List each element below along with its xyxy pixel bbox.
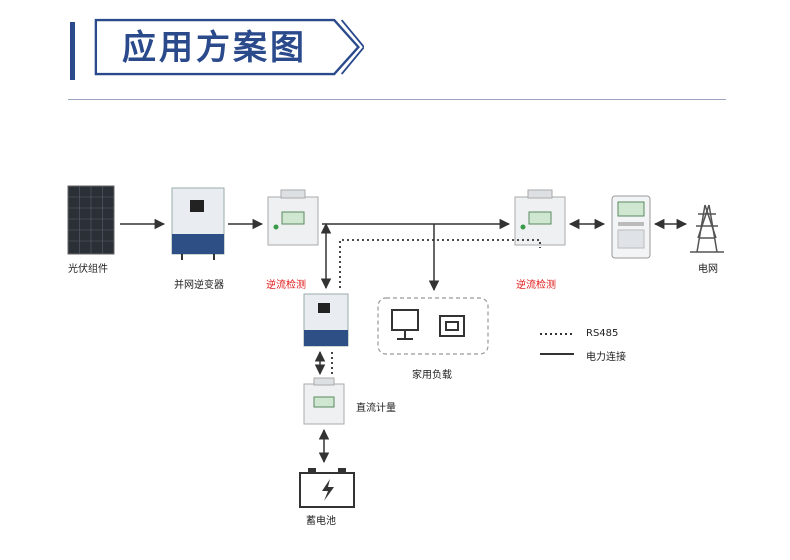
grid-tower-icon — [690, 204, 724, 253]
home-load-label: 家用负载 — [412, 370, 452, 381]
legend-power-label: 电力连接 — [586, 352, 626, 363]
reverse-flow-meter-right-icon — [514, 189, 566, 246]
dc-meter-label: 直流计量 — [356, 403, 396, 414]
rs485-connections — [331, 239, 541, 374]
title-divider — [68, 99, 726, 100]
meter-left-label: 逆流检测 — [266, 280, 306, 291]
storage-inverter-icon — [303, 293, 349, 347]
pv-label: 光伏组件 — [68, 264, 108, 275]
dc-meter-icon — [303, 377, 345, 425]
grid-label: 电网 — [698, 264, 718, 275]
reverse-flow-meter-left-icon — [267, 189, 319, 246]
inverter-label: 并网逆变器 — [174, 280, 224, 291]
legend-rs485-label: RS485 — [586, 328, 619, 339]
battery-icon — [299, 468, 355, 508]
pv-panel-icon — [67, 185, 115, 255]
page-title: 应用方案图 — [122, 28, 307, 68]
power-connections — [120, 218, 688, 464]
title-accent-bar — [70, 22, 75, 80]
meter-right-label: 逆流检测 — [516, 280, 556, 291]
home-load-icon — [377, 297, 489, 355]
inverter-icon — [171, 187, 225, 260]
battery-label: 蓄电池 — [306, 516, 336, 527]
utility-meter-icon — [611, 195, 651, 259]
title-frame — [94, 18, 364, 76]
